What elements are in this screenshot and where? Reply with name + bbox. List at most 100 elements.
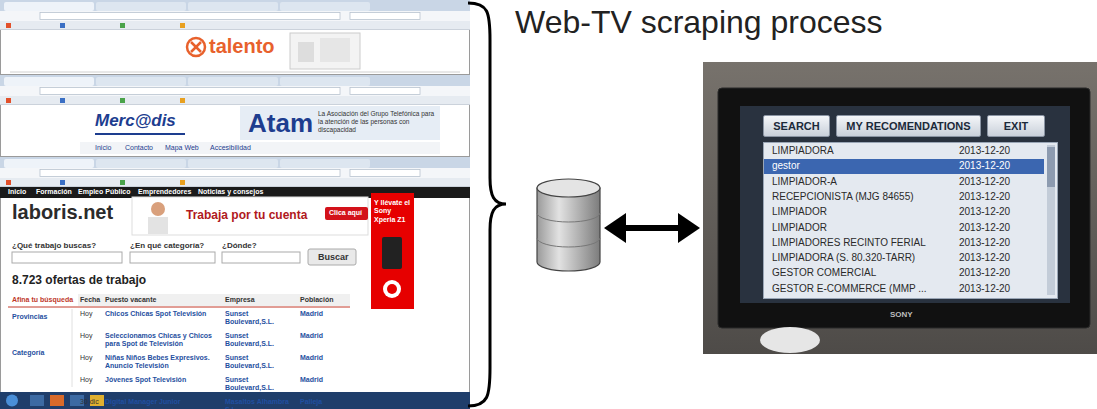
text-slot: GESTOR E-COMMERCE (MMP ... [772, 283, 927, 295]
label-text: Empleo Público [78, 188, 131, 196]
label-text: Provincias [12, 313, 47, 321]
browser-chrome [0, 0, 470, 30]
label-text: talento [209, 35, 275, 58]
label-text: Afina tu búsqueda [12, 296, 73, 304]
text-slot: Jóvenes Spot Televisión [105, 376, 220, 384]
label-text: Clica aquí [329, 209, 362, 217]
label-text: 30 dic [80, 398, 102, 406]
label-text: Población [300, 296, 333, 304]
text-slot: MY RECOMENDATIONS [837, 116, 980, 136]
label-text: LIMPIADOR-A [772, 176, 837, 188]
text-slot: Puesto vacante [105, 296, 156, 304]
database-cylinder [537, 188, 600, 271]
text-slot: Hoy [80, 310, 102, 318]
text-slot: 2013-12-20 [959, 267, 1010, 279]
label-text: Trabaja por tu cuenta [186, 209, 307, 223]
page-ground [1, 1, 470, 75]
text-slot: Emprendedores [138, 188, 191, 196]
text-slot: LIMPIADORA (S. 80.320-TARR) [772, 252, 915, 264]
label-text: 2013-12-20 [959, 145, 1010, 157]
text-slot: gestor [772, 160, 800, 172]
text-slot: Sunset Boulevard,S.L. [225, 332, 297, 348]
label-text: 2013-12-20 [959, 191, 1010, 203]
text-slot: Masaltos Alhambra S.L. [225, 398, 297, 409]
label-text: Madrid [300, 332, 350, 340]
screenshot-xtalento [0, 0, 470, 75]
label-text: Madrid [300, 354, 350, 362]
header-image-figure [320, 38, 350, 62]
label-text: SONY [890, 310, 913, 319]
text-slot: Sunset Boulevard,S.L. [225, 310, 297, 326]
label-text: Sunset Boulevard,S.L. [225, 332, 297, 348]
label-text: Sunset Boulevard,S.L. [225, 376, 297, 392]
label-text: Contacto [125, 144, 153, 152]
text-slot: Sunset Boulevard,S.L. [225, 376, 297, 392]
label-text: Mapa Web [165, 144, 199, 152]
text-slot: Categoría [12, 349, 44, 357]
banner-box [240, 106, 440, 140]
text-slot: La Asociación del Grupo Telefónica para … [318, 110, 436, 133]
text-slot: LIMPIADORA [772, 145, 834, 157]
tv-set: SONY SEARCH MY RECOMENDATIONS EXIT LIMPIADOR… [718, 88, 1090, 328]
text-slot: Digital Manager Junior [105, 398, 220, 406]
text-slot: Palleja [300, 398, 350, 406]
text-slot: Buscar [318, 252, 349, 262]
text-slot: Empleo Público [78, 188, 131, 196]
label-text: Hoy [80, 354, 102, 362]
label-text: Seleccionamos Chicas y Chicos para Spot … [105, 332, 220, 348]
text-slot: Noticias y consejos [198, 188, 263, 196]
text-slot: Hoy [80, 332, 102, 340]
text-slot: EXIT [988, 116, 1044, 136]
text-slot: Merc@dis [95, 111, 176, 131]
input-field [130, 252, 215, 263]
text-slot: Clica aquí [329, 209, 362, 217]
vodafone-logo [387, 284, 397, 294]
text-slot: LIMPIADORES RECINTO FERIAL [772, 237, 926, 249]
input-field [222, 252, 300, 263]
text-slot: Contacto [125, 144, 153, 152]
scrollbar-thumb [1047, 147, 1055, 187]
tv-screen [740, 106, 1070, 303]
label-text: LIMPIADORES RECINTO FERIAL [772, 237, 926, 249]
label-text: 2013-12-20 [959, 176, 1010, 188]
label-text: Buscar [318, 252, 349, 262]
screenshot-mercadis [0, 75, 470, 157]
label-text: Fecha [80, 296, 100, 304]
text-slot: Chicos Chicas Spot Televisión [105, 310, 220, 318]
label-text: SEARCH [773, 120, 819, 133]
text-slot: LIMPIADOR [772, 222, 827, 234]
label-text: Emprendedores [138, 188, 191, 196]
text-slot: Trabaja por tu cuenta [186, 209, 307, 223]
label-text: 8.723 ofertas de trabajo [12, 274, 146, 288]
diagram-title: Web-TV scraping process [515, 4, 883, 41]
label-text: Empresa [225, 296, 255, 304]
browser-chrome [0, 75, 470, 105]
label-text: Hoy [80, 310, 102, 318]
text-slot: 2013-12-20 [959, 160, 1010, 172]
label-text: Puesto vacante [105, 296, 156, 304]
text-slot: Seleccionamos Chicas y Chicos para Spot … [105, 332, 220, 348]
label-text: laboris.net [12, 201, 113, 224]
arrow-head [678, 213, 700, 243]
ad-button [325, 207, 368, 220]
label-text: 2013-12-20 [959, 267, 1010, 279]
text-slot: 2013-12-20 [959, 222, 1010, 234]
label-text: ¿En qué categoría? [130, 241, 204, 250]
logo-circle [187, 38, 205, 56]
text-slot: ¿Qué trabajo buscas? [12, 241, 96, 250]
remote-control [760, 327, 820, 353]
text-slot: Empresa [225, 296, 255, 304]
label-text: Accesibilidad [210, 144, 251, 152]
label-text: MY RECOMENDATIONS [846, 120, 970, 133]
tv-bezel [718, 88, 1090, 328]
ad-person [148, 217, 168, 234]
text-slot: Población [300, 296, 333, 304]
label-text: ¿Qué trabajo buscas? [12, 241, 96, 250]
text-slot: 2013-12-20 [959, 191, 1010, 203]
label-text: Noticias y consejos [198, 188, 263, 196]
label-text: Inicio [95, 144, 111, 152]
label-text: Madrid [300, 376, 350, 384]
text-slot: ¿Dónde? [222, 241, 257, 250]
menu-button: MY RECOMENDATIONS [836, 115, 981, 137]
curly-brace [468, 3, 506, 406]
